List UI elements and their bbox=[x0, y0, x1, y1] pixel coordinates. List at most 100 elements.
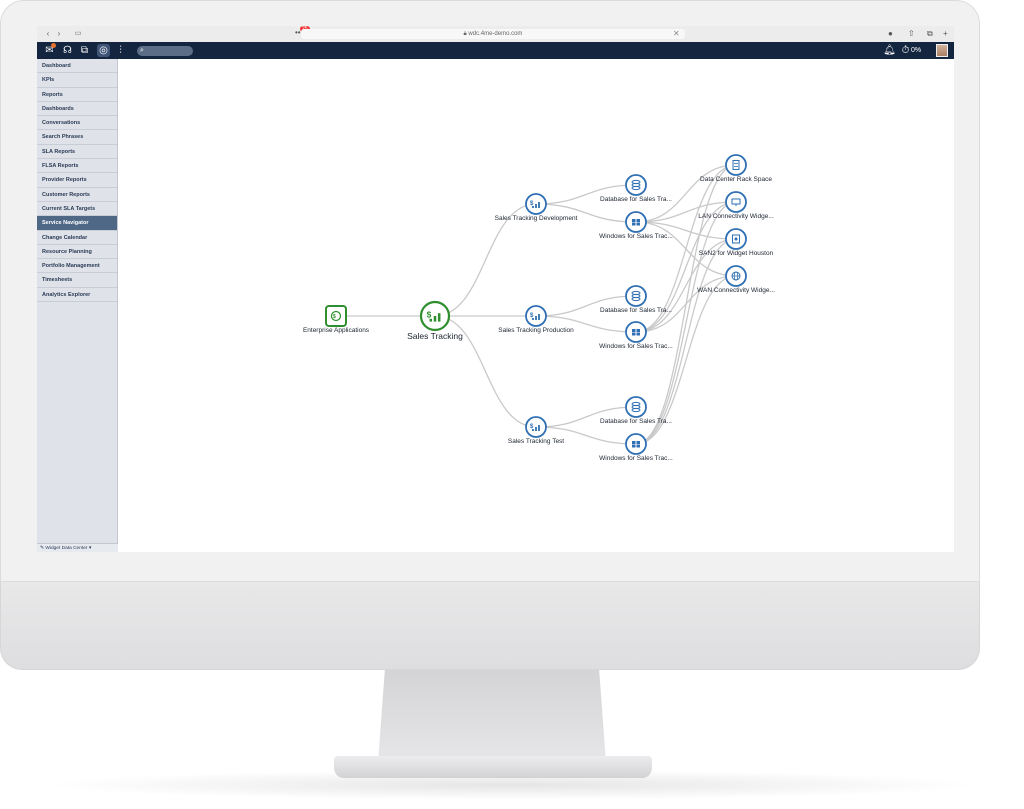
svg-text:$: $ bbox=[530, 201, 534, 207]
graph-node-label: WAN Connectivity Widge... bbox=[697, 287, 775, 294]
sidebar-item-resource-planning[interactable]: Resource Planning bbox=[37, 245, 117, 260]
svg-text:$: $ bbox=[530, 424, 534, 430]
tabs-icon[interactable]: ⧉ bbox=[927, 29, 933, 38]
graph-node-ea[interactable]: $ bbox=[325, 305, 347, 327]
windows-server-icon bbox=[632, 329, 640, 336]
windows-server-icon bbox=[632, 441, 640, 448]
graph-node-lan[interactable] bbox=[725, 191, 747, 213]
inbox-icon[interactable]: ✉ bbox=[45, 45, 54, 56]
graph-node-db2[interactable] bbox=[625, 285, 647, 307]
graph-node-rack[interactable] bbox=[725, 154, 747, 176]
forward-icon[interactable]: › bbox=[57, 29, 61, 38]
database-icon bbox=[631, 179, 641, 191]
sidebar-item-service-navigator[interactable]: Service Navigator bbox=[37, 216, 117, 231]
windows-server-icon bbox=[632, 219, 640, 226]
account-selector[interactable]: ✎ Widget Data Center ▾ bbox=[37, 543, 118, 552]
monitor-stand-base bbox=[334, 756, 652, 778]
graph-edge bbox=[535, 426, 637, 445]
share-icon[interactable]: ⇧ bbox=[908, 29, 915, 38]
graph-node-label: Sales Tracking Development bbox=[494, 215, 578, 222]
sidebar-item-change-calendar[interactable]: Change Calendar bbox=[37, 231, 117, 245]
new-tab-icon[interactable]: + bbox=[943, 29, 948, 38]
graph-node-wan[interactable] bbox=[725, 265, 747, 287]
graph-node-label: Database for Sales Tra... bbox=[600, 196, 672, 203]
rack-icon bbox=[732, 160, 740, 170]
storage-icon bbox=[732, 234, 740, 244]
enterprise-app-icon: $ bbox=[330, 310, 342, 322]
graph-edge bbox=[635, 238, 737, 445]
sidebar-item-conversations[interactable]: Conversations bbox=[37, 116, 117, 131]
sidebar-item-search-phrases[interactable]: Search Phrases bbox=[37, 130, 117, 145]
graph-node-label: Enterprise Applications bbox=[302, 327, 370, 334]
search-input[interactable]: ⌕ bbox=[137, 46, 193, 56]
sidebar-item-customer-reports[interactable]: Customer Reports bbox=[37, 188, 117, 202]
settings-sliders-icon[interactable]: ⫶ bbox=[119, 45, 122, 56]
account-selector-label: Widget Data Center ▾ bbox=[45, 546, 92, 551]
graph-node-label: Windows for Sales Trac... bbox=[599, 233, 673, 240]
graph-node-win3[interactable] bbox=[625, 433, 647, 455]
chart-dollar-icon: $ bbox=[530, 424, 540, 431]
headset-icon[interactable]: ☊ bbox=[63, 45, 72, 56]
back-icon[interactable]: ‹ bbox=[46, 29, 50, 38]
graph-node-label: Database for Sales Tra... bbox=[600, 418, 672, 425]
graph-node-label: Database for Sales Tra... bbox=[600, 307, 672, 314]
graph-edge bbox=[535, 184, 637, 205]
graph-node-db1[interactable] bbox=[625, 174, 647, 196]
sidebar-item-flsa-reports[interactable]: FLSA Reports bbox=[37, 159, 117, 174]
graph-edge bbox=[535, 315, 637, 333]
sidebar-item-portfolio-management[interactable]: Portfolio Management bbox=[37, 259, 117, 274]
analytics-icon[interactable]: ◎ bbox=[97, 44, 110, 57]
graph-node-db3[interactable] bbox=[625, 396, 647, 418]
lock-icon: 🔒︎ bbox=[463, 31, 469, 37]
sidebar-item-analytics-explorer[interactable]: Analytics Explorer bbox=[37, 288, 117, 303]
graph-node-st[interactable]: $ bbox=[419, 300, 451, 332]
graph-edge bbox=[635, 221, 737, 240]
records-icon[interactable]: ⧉ bbox=[80, 45, 89, 56]
graph-node-san[interactable] bbox=[725, 228, 747, 250]
graph-node-win2[interactable] bbox=[625, 321, 647, 343]
graph-node-label: Sales Tracking bbox=[407, 331, 463, 341]
graph-edge bbox=[635, 164, 737, 445]
sidebar-item-timesheets[interactable]: Timesheets bbox=[37, 273, 117, 288]
graph-node-label: LAN Connectivity Widge... bbox=[698, 213, 774, 220]
timer-icon[interactable]: ⏱︎ bbox=[901, 45, 910, 56]
graph-node-win1[interactable] bbox=[625, 211, 647, 233]
globe-icon bbox=[731, 271, 741, 281]
wrench-icon: ✎ bbox=[40, 546, 46, 551]
sidebar-item-provider-reports[interactable]: Provider Reports bbox=[37, 173, 117, 188]
graph-node-dev[interactable]: $ bbox=[525, 193, 547, 215]
sidebar-item-dashboard[interactable]: Dashboard bbox=[37, 59, 117, 74]
graph-node-label: Data Center Rack Space bbox=[700, 176, 772, 183]
sidebar-toggle-icon[interactable]: ▭ bbox=[74, 30, 82, 37]
graph-node-prod[interactable]: $ bbox=[525, 305, 547, 327]
avatar[interactable] bbox=[936, 44, 948, 57]
app-header: ✉ ☊ ⧉ ◎ ⫶ ⌕ 🔔︎ ⏱︎ 0% bbox=[37, 42, 954, 59]
url-text: wdc.4me-demo.com bbox=[468, 31, 523, 37]
sidebar-item-dashboards[interactable]: Dashboards bbox=[37, 102, 117, 117]
sidebar-item-sla-reports[interactable]: SLA Reports bbox=[37, 145, 117, 160]
bell-icon[interactable]: 🔔︎ bbox=[883, 45, 896, 56]
browser-toolbar: ‹ › ▭ ••• 25 🔒︎ wdc.4me-demo.com ✕ ● ⇧ ⧉… bbox=[37, 26, 954, 43]
graph-node-test[interactable]: $ bbox=[525, 416, 547, 438]
notification-dot bbox=[51, 43, 56, 48]
graph-edge bbox=[635, 275, 737, 445]
address-bar[interactable]: 🔒︎ wdc.4me-demo.com bbox=[301, 29, 685, 39]
close-icon[interactable]: ✕ bbox=[673, 29, 680, 38]
graph-edge bbox=[434, 315, 537, 428]
chart-dollar-icon: $ bbox=[530, 313, 540, 320]
graph-edge bbox=[635, 238, 737, 333]
sidebar-item-current-sla-targets[interactable]: Current SLA Targets bbox=[37, 202, 117, 217]
graph-edge bbox=[635, 201, 737, 333]
graph-edge bbox=[635, 201, 737, 445]
sidebar-item-reports[interactable]: Reports bbox=[37, 88, 117, 102]
graph-edge bbox=[635, 164, 737, 223]
svg-text:$: $ bbox=[530, 313, 534, 319]
more-icon[interactable]: ••• bbox=[295, 28, 304, 37]
monitor-stand-neck bbox=[378, 670, 606, 762]
svg-text:$: $ bbox=[427, 309, 432, 319]
graph-edge bbox=[535, 203, 637, 223]
download-icon[interactable]: ● bbox=[888, 29, 893, 38]
sidebar-item-kpis[interactable]: KPIs bbox=[37, 73, 117, 88]
